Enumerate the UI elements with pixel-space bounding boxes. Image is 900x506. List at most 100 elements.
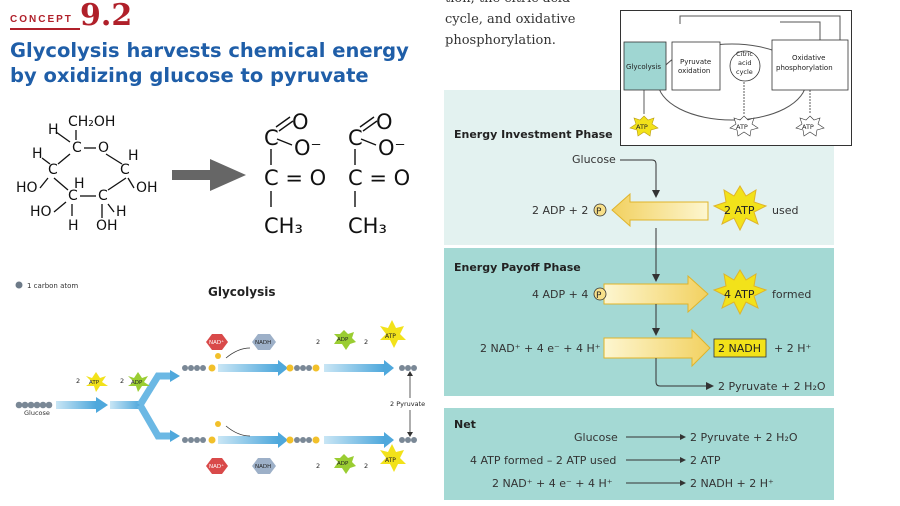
overview-atp-label-1: ATP	[636, 123, 648, 131]
payoff-nad-arrow	[603, 328, 711, 368]
investment-p-circle	[593, 203, 607, 217]
pyr2-o-top: O	[376, 110, 393, 134]
payoff-atp-burst	[712, 269, 768, 316]
pyr2-c-top: C	[348, 126, 363, 150]
payoff-atp-arrow	[603, 274, 709, 314]
atp-start-count: 2	[76, 377, 80, 385]
glucose-ho1: HO	[16, 180, 38, 196]
glucose-h6: H	[68, 218, 79, 234]
intro-line-1: tion, the citric acid	[445, 0, 575, 9]
adp-bottom-label: ADP	[337, 461, 349, 467]
pyr1-ch3: CH₃	[264, 214, 303, 238]
investment-atp: 2 ATP	[724, 204, 755, 217]
atp-start-label: ATP	[89, 380, 100, 386]
glucose-c3: C	[68, 188, 78, 204]
concept-label: CONCEPT	[10, 14, 73, 25]
glucose-h1: H	[48, 122, 59, 138]
investment-used: used	[772, 204, 798, 217]
glucose-c2: C	[98, 188, 108, 204]
overview-glycolysis-box	[623, 41, 667, 91]
title-line-1: Glycolysis harvests chemical energy	[10, 39, 409, 62]
payoff-panel	[444, 248, 834, 396]
atp-bottom-label: ATP	[385, 457, 396, 464]
legend-label: 1 carbon atom	[27, 282, 78, 290]
net-left-2: 4 ATP formed – 2 ATP used	[470, 454, 616, 467]
glucose-ho2: HO	[30, 204, 52, 220]
legend-carbon-dot	[15, 281, 23, 289]
page-title: Glycolysis harvests chemical energy by o…	[10, 38, 409, 88]
overview-atp-1	[629, 115, 659, 137]
overview-oxphos-2: phosphorylation	[776, 64, 833, 72]
glucose-structure: H CH₂OH C O H C C H HO H OH C C HO H H O…	[16, 114, 158, 234]
net-heading: Net	[454, 418, 476, 431]
glucose-h3: H	[128, 148, 139, 164]
intro-line-3: phosphorylation.	[445, 33, 556, 48]
net-panel	[444, 408, 834, 500]
nadh-top	[252, 334, 276, 350]
adp-bottom-count: 2	[316, 462, 320, 470]
overview-atp-label-2: ATP	[736, 123, 748, 131]
pyr1-co: C = O	[264, 166, 326, 190]
glucose-oh2: OH	[96, 218, 118, 234]
overview-oxphos-box	[771, 39, 849, 91]
investment-p: P	[596, 207, 602, 217]
nad-bottom-label: NAD⁺	[209, 463, 224, 470]
adp-top-burst	[334, 330, 356, 350]
nadh-bottom	[252, 458, 276, 474]
intro-text: tion, the citric acid cycle, and oxidati…	[445, 0, 575, 51]
nad-top-label: NAD⁺	[209, 339, 224, 346]
glucose-c4: C	[48, 162, 58, 178]
glucose-h5: H	[116, 204, 127, 220]
pyr2-ch3: CH₃	[348, 214, 387, 238]
nadh-top-label: NADH	[255, 340, 271, 346]
glucose-h4: H	[74, 176, 85, 192]
overview-atp-3	[795, 115, 825, 137]
overview-pyruvate-2: oxidation	[678, 67, 710, 75]
overview-cycle-2: acid	[738, 59, 752, 67]
nad-top	[206, 334, 228, 350]
glycolysis-heading: Glycolysis	[208, 285, 275, 299]
net-left-1: Glucose	[574, 431, 618, 444]
nad-bottom	[206, 458, 228, 474]
overview-cycle-3: cycle	[736, 68, 753, 76]
glucose-label: Glucose	[24, 409, 50, 417]
atp-top-count: 2	[364, 338, 368, 346]
payoff-pyruvate: 2 Pyruvate + 2 H₂O	[718, 380, 826, 393]
net-right-2: 2 ATP	[690, 454, 721, 467]
glycolysis-pathway-diagram: 1 carbon atom Glycolysis Glucose 2 ATP 2…	[15, 281, 425, 474]
adp-start-label: ADP	[131, 380, 143, 386]
payoff-nadh: 2 NADH	[718, 342, 761, 355]
adp-burst-start	[128, 372, 150, 392]
glucose-oh1: OH	[136, 180, 158, 196]
adp-top-count: 2	[316, 338, 320, 346]
atp-bottom-count: 2	[364, 462, 368, 470]
payoff-formed: formed	[772, 288, 811, 301]
pyr1-o-minus: O⁻	[294, 136, 322, 160]
glucose-ring-o: O	[98, 140, 109, 156]
investment-heading: Energy Investment Phase	[454, 128, 613, 141]
payoff-p-circle	[593, 287, 607, 301]
glucose-ch2oh: CH₂OH	[68, 114, 115, 130]
payoff-p: P	[596, 291, 602, 301]
overview-oxphos-1: Oxidative	[792, 54, 825, 62]
conversion-arrow	[172, 159, 246, 191]
adp-top-label: ADP	[337, 337, 349, 343]
net-right-1: 2 Pyruvate + 2 H₂O	[690, 431, 798, 444]
nadh-bottom-label: NADH	[255, 464, 271, 470]
respiration-overview: Glycolysis Pyruvate oxidation Citric aci…	[620, 10, 852, 146]
title-line-2: by oxidizing glucose to pyruvate	[10, 64, 369, 87]
overview-atp-2	[729, 115, 759, 137]
pyr2-co: C = O	[348, 166, 410, 190]
investment-atp-burst	[712, 185, 768, 232]
investment-adp: 2 ADP + 2	[532, 204, 588, 217]
investment-glucose: Glucose	[572, 153, 616, 166]
pyruvate-structures: O C O⁻ C = O CH₃ O C O⁻ C = O CH₃	[264, 110, 410, 238]
concept-rule	[10, 28, 80, 30]
payoff-heading: Energy Payoff Phase	[454, 261, 581, 274]
payoff-nadh-extra: + 2 H⁺	[774, 342, 811, 355]
glucose-chain	[15, 401, 53, 409]
adp-bottom-burst	[334, 454, 356, 474]
overview-cycle-circle	[729, 50, 761, 82]
pyr2-o-minus: O⁻	[378, 136, 406, 160]
nadh-box	[713, 338, 767, 358]
